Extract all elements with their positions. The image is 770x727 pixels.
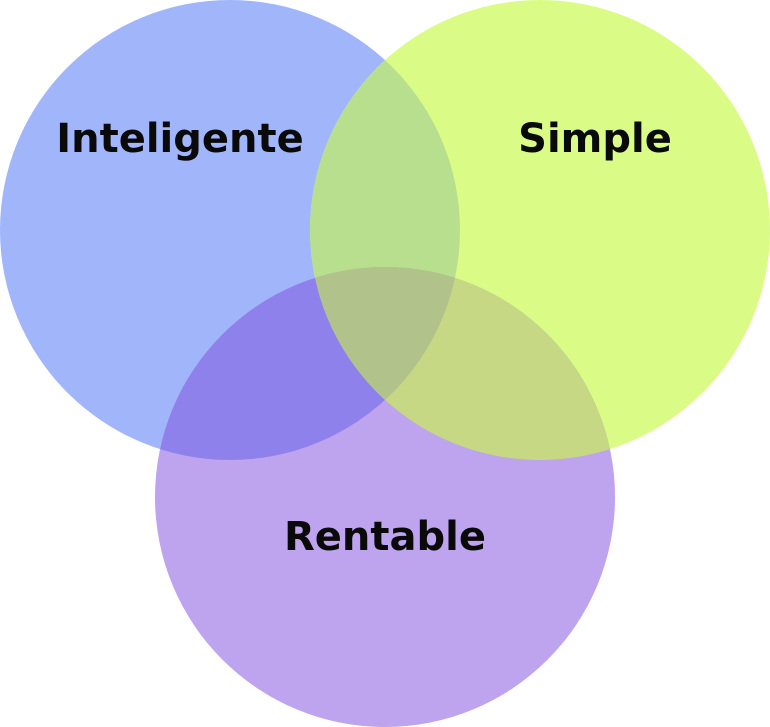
overlap-inteligente-rentable [155,267,460,460]
overlap-simple-rentable [310,267,615,460]
label-inteligente: Inteligente [56,116,304,162]
label-simple: Simple [518,116,672,162]
label-rentable: Rentable [284,514,486,560]
